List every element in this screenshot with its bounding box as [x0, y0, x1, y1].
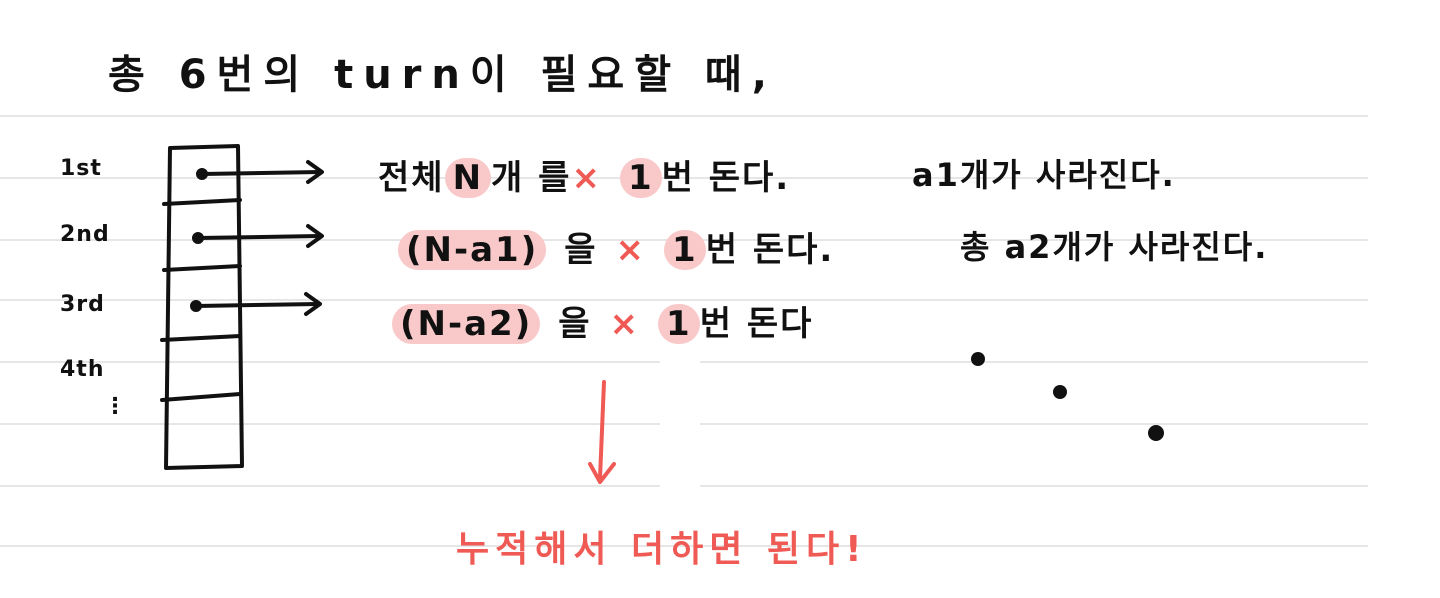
count-highlight: (N-a2) — [392, 304, 541, 344]
continuation-dots — [971, 352, 1164, 441]
summary-note: 누적해서 더하면 된다! — [456, 529, 868, 570]
count-highlight: N — [444, 158, 492, 198]
times-suffix: 번 돈다 — [699, 304, 814, 344]
multiply-mark: × — [609, 304, 641, 344]
turn-row-1-result: a1개가 사라진다. — [912, 156, 1176, 194]
times-highlight: 1 — [619, 158, 662, 198]
times-suffix: 번 돈다. — [661, 158, 791, 198]
pointer-arrow — [200, 170, 322, 176]
ordinal-label: 4th — [60, 357, 105, 382]
turn-row-2-result: 총 a2개가 사라진다. — [960, 228, 1269, 266]
multiply-mark: × — [571, 158, 602, 198]
vertical-ellipsis: ⋮ — [104, 394, 126, 419]
pointer-arrow — [196, 234, 322, 240]
down-arrow — [588, 380, 616, 484]
multiply-mark: × — [615, 230, 647, 270]
pointer-arrow — [194, 302, 320, 308]
ordinal-label: 3rd — [60, 292, 105, 317]
turn-stack-box — [160, 144, 244, 470]
count-suffix: 개 를 — [491, 158, 572, 198]
count-suffix: 을 — [558, 304, 592, 344]
times-highlight: 1 — [658, 304, 700, 344]
ordinal-label: 1st — [60, 156, 102, 181]
pointer-arrows — [190, 160, 324, 316]
row-prefix: 전체 — [378, 158, 445, 198]
count-highlight: (N-a1) — [398, 230, 547, 270]
times-suffix: 번 돈다. — [705, 230, 835, 270]
count-suffix: 을 — [564, 230, 598, 270]
ordinal-label: 2nd — [60, 222, 110, 247]
page-title: 총 6번의 turn이 필요할 때, — [108, 52, 777, 98]
times-highlight: 1 — [664, 230, 706, 270]
